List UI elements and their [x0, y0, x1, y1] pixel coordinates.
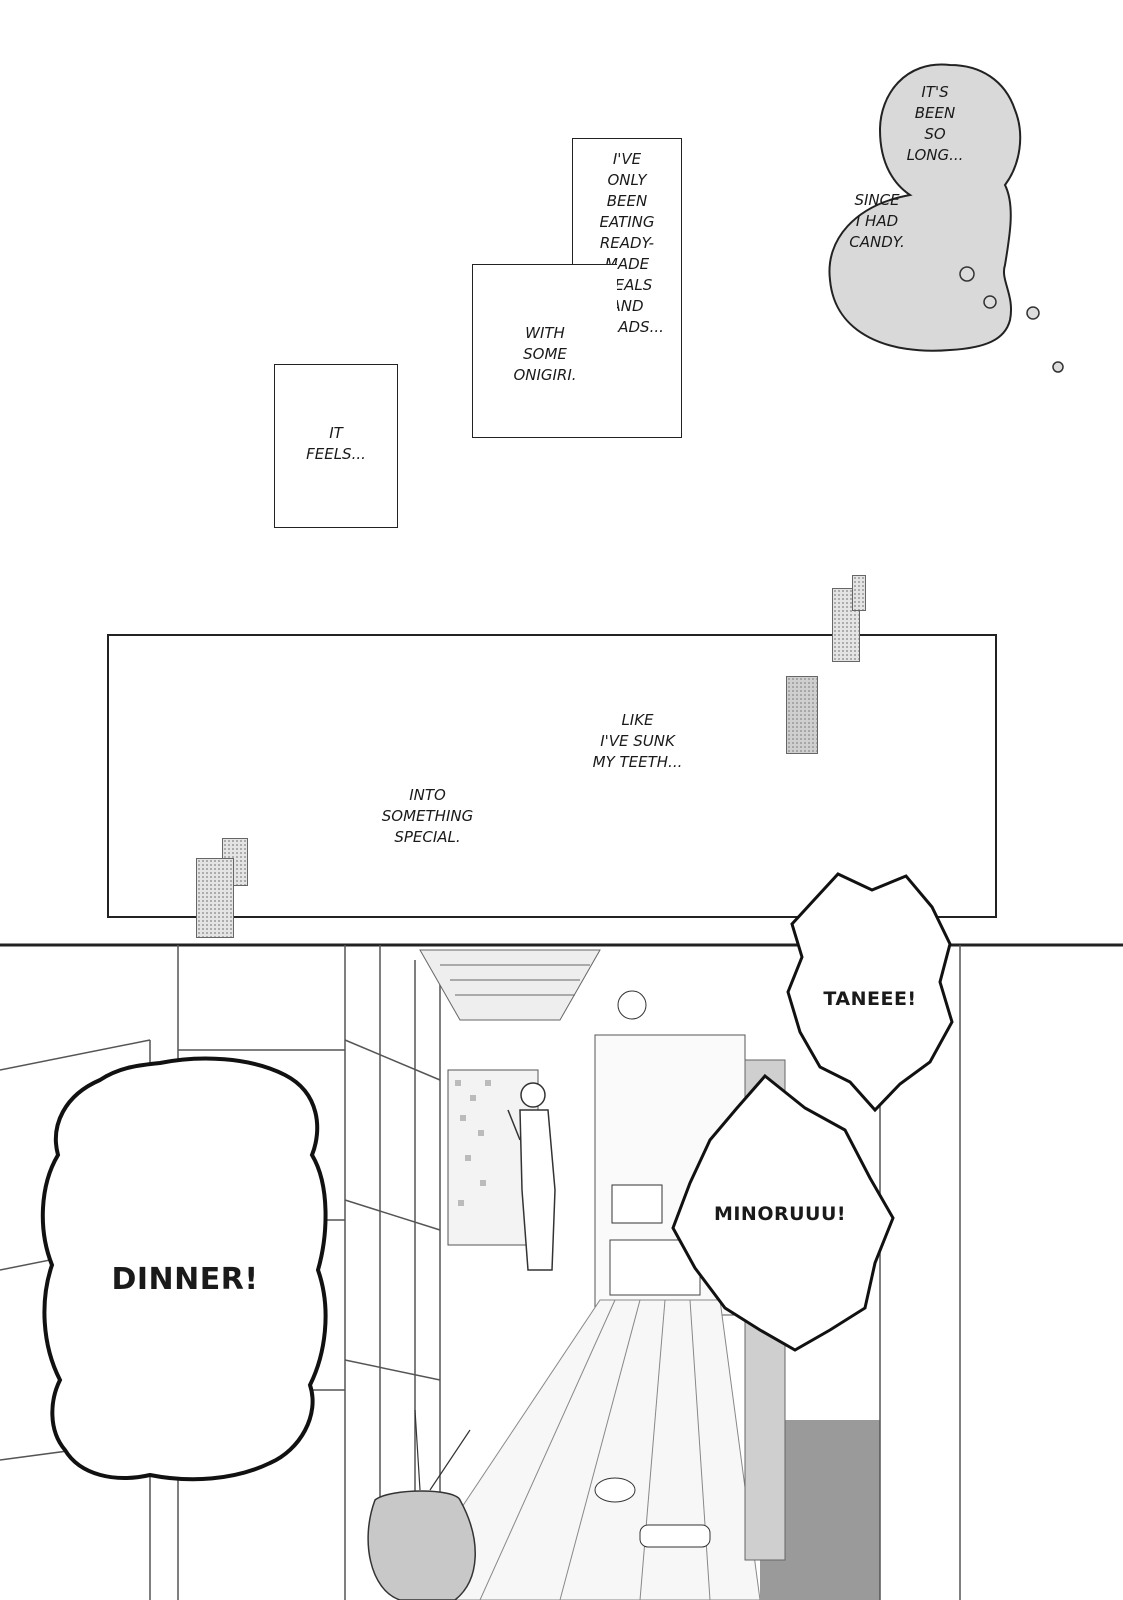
text-line: SINCE: [854, 191, 900, 209]
text-line: SO: [924, 125, 946, 143]
caption-box-onigiri: WITH SOME ONIGIRI.: [472, 264, 617, 438]
shout-taneee: TANEEE!: [823, 988, 917, 1010]
text-line: LIKE: [621, 711, 654, 729]
tape-strip: [196, 858, 234, 938]
panel-text-line1: LIKE I'VE SUNK MY TEETH...: [575, 710, 700, 773]
text-line: SPECIAL.: [394, 828, 461, 846]
text-line: I'VE SUNK: [600, 732, 675, 750]
text-line: LONG...: [906, 146, 964, 164]
text-line: ONLY: [607, 171, 647, 189]
hallway-illustration: [0, 943, 1123, 1600]
text-line: ONIGIRI.: [513, 366, 577, 384]
speech-bubble-taneee: [786, 872, 954, 1113]
text-line: BEEN: [606, 192, 648, 210]
thought-bubble-text-1: IT'S BEEN SO LONG...: [890, 82, 980, 166]
text-line: EATING: [599, 213, 655, 231]
thought-bubble-text-2: SINCE I HAD CANDY.: [832, 190, 922, 253]
text-line: BEEN: [914, 104, 956, 122]
thought-bubble: [828, 63, 1064, 373]
tape-strip: [786, 676, 818, 754]
text-line: IT'S: [921, 83, 949, 101]
shout-minoruuu: MINORUUU!: [713, 1203, 847, 1225]
caption-box-feels: IT FEELS...: [274, 364, 398, 528]
text-line: IT: [329, 424, 343, 442]
text-line: INTO: [409, 786, 446, 804]
text-line: I'VE: [612, 150, 642, 168]
text-line: AND: [610, 297, 644, 315]
shout-dinner: DINNER!: [111, 1262, 259, 1297]
taped-panel: [107, 634, 997, 918]
text-line: MY TEETH...: [592, 753, 683, 771]
text-line: CANDY.: [849, 233, 905, 251]
text-line: FEELS...: [306, 445, 366, 463]
text-line: WITH: [525, 324, 565, 342]
text-line: I HAD: [855, 212, 899, 230]
text-line: READY-: [599, 234, 655, 252]
text-line: SOMETHING: [381, 807, 474, 825]
speech-bubble-minoruuu: [671, 1073, 895, 1352]
text-line: SOME: [523, 345, 567, 363]
tape-strip: [852, 575, 866, 611]
speech-bubble-dinner: [40, 1056, 328, 1482]
panel-text-line2: INTO SOMETHING SPECIAL.: [365, 785, 490, 848]
